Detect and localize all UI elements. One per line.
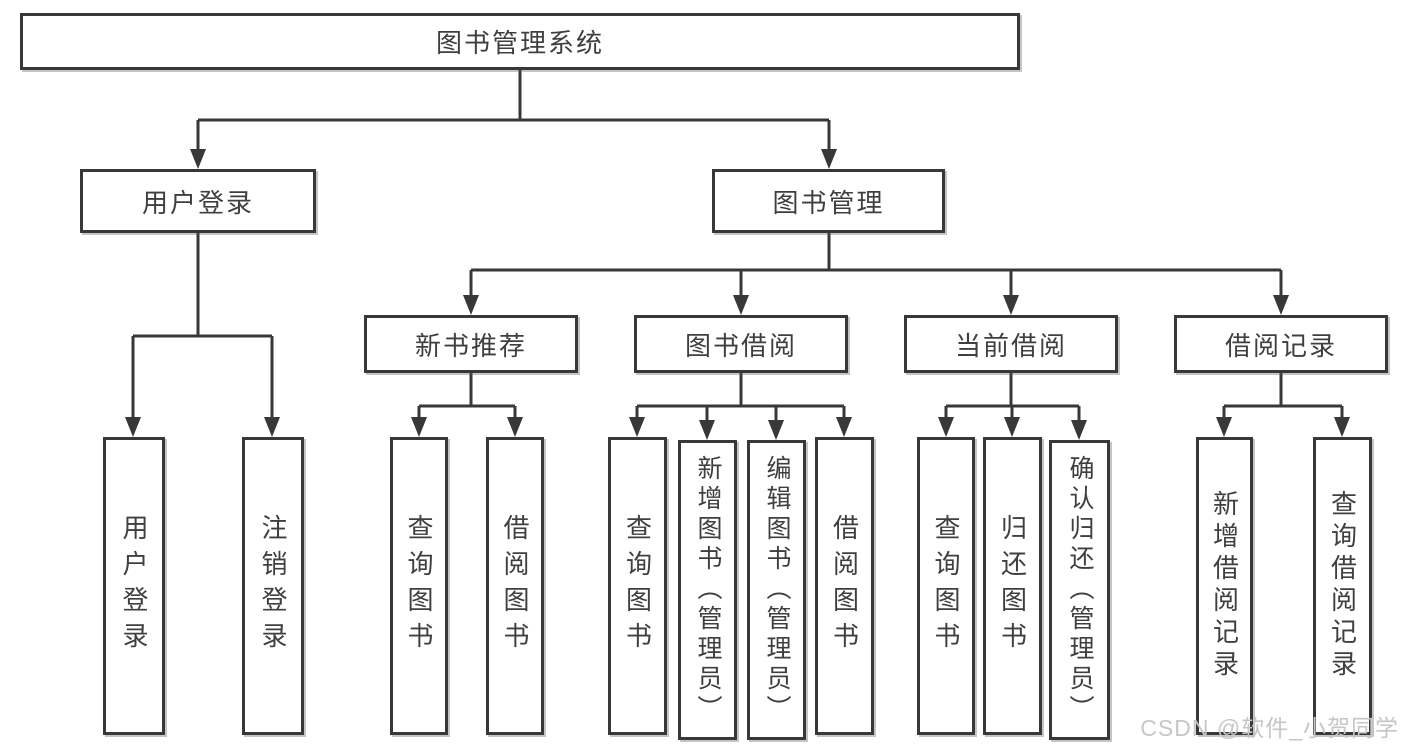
leaf-logout: 注销登录 bbox=[242, 437, 304, 735]
node-borrowing-records: 借阅记录 bbox=[1174, 315, 1388, 373]
node-user-login: 用户登录 bbox=[80, 169, 316, 233]
leaf-user-login: 用户登录 bbox=[103, 437, 165, 735]
leaf-confirm-return-admin: 确认归还（管理员） bbox=[1049, 440, 1110, 740]
leaf-edit-book-admin: 编辑图书（管理员） bbox=[747, 440, 806, 740]
leaf-borrow-books-recommend: 借阅图书 bbox=[486, 437, 544, 735]
node-library-system: 图书管理系统 bbox=[20, 13, 1020, 70]
leaf-return-books: 归还图书 bbox=[983, 437, 1042, 735]
leaf-query-books-borrowing: 查询图书 bbox=[608, 437, 667, 735]
csdn-watermark: CSDN @软件_小贺同学 bbox=[1140, 715, 1399, 741]
leaf-query-borrow-record: 查询借阅记录 bbox=[1313, 437, 1372, 735]
leaf-add-book-admin: 新增图书（管理员） bbox=[678, 440, 737, 740]
leaf-add-borrow-record: 新增借阅记录 bbox=[1196, 437, 1253, 735]
node-new-book-recommend: 新书推荐 bbox=[364, 315, 578, 373]
leaf-query-books-recommend: 查询图书 bbox=[390, 437, 448, 735]
leaf-borrow-books-borrowing: 借阅图书 bbox=[815, 437, 874, 735]
node-current-borrowing: 当前借阅 bbox=[904, 315, 1118, 373]
leaf-query-books-current: 查询图书 bbox=[917, 437, 975, 735]
node-book-management: 图书管理 bbox=[712, 169, 945, 233]
arrowheads bbox=[125, 149, 1350, 440]
node-book-borrowing: 图书借阅 bbox=[634, 315, 848, 373]
